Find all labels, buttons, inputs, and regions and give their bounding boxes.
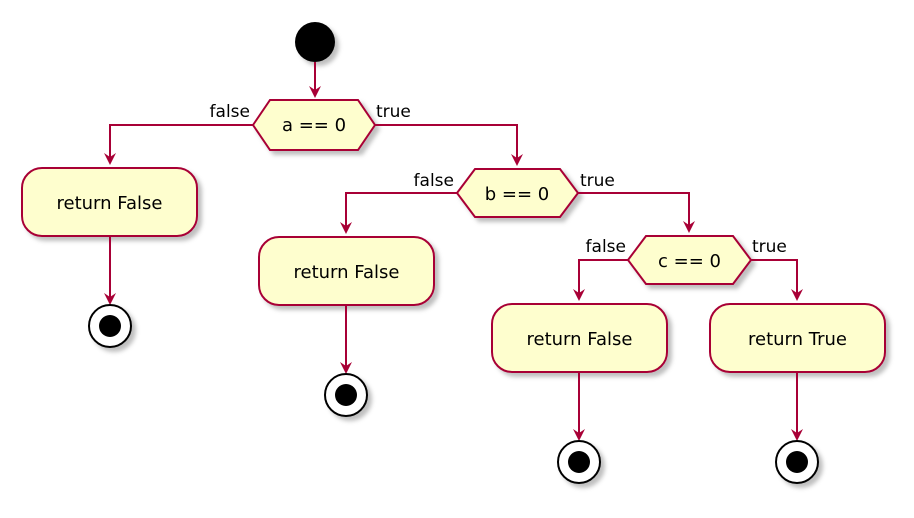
end-node-2 — [324, 373, 368, 417]
decision-b: b == 0 — [455, 168, 580, 218]
decision-c-true-label: true — [752, 237, 787, 257]
edge-d2-true — [578, 192, 695, 233]
decision-b-condition: b == 0 — [485, 184, 550, 205]
decision-a-false-label: false — [210, 102, 250, 122]
action-return-true: return True — [709, 303, 886, 373]
edge-d3-true — [751, 259, 803, 301]
end-node-4 — [775, 440, 819, 484]
action-4-label: return True — [748, 329, 847, 350]
end-node-3 — [557, 440, 601, 484]
decision-c-condition: c == 0 — [658, 251, 721, 272]
edge-d1-true — [375, 124, 523, 166]
decision-a-condition: a == 0 — [282, 115, 346, 136]
action-return-false-1: return False — [21, 167, 198, 237]
start-node — [295, 22, 335, 62]
action-return-false-2: return False — [258, 236, 435, 306]
decision-a: a == 0 — [251, 99, 377, 151]
decision-a-true-label: true — [376, 102, 411, 122]
decision-c: c == 0 — [626, 235, 753, 285]
decision-b-true-label: true — [580, 171, 615, 191]
action-2-label: return False — [294, 262, 400, 283]
edge-d1-false — [104, 124, 253, 165]
decision-c-false-label: false — [586, 237, 626, 257]
edge-d3-false — [573, 259, 628, 301]
action-1-label: return False — [57, 193, 163, 214]
action-3-label: return False — [527, 329, 633, 350]
action-return-false-3: return False — [491, 303, 668, 373]
decision-b-false-label: false — [414, 171, 454, 191]
end-node-1 — [88, 304, 132, 348]
edge-d2-false — [340, 192, 457, 234]
